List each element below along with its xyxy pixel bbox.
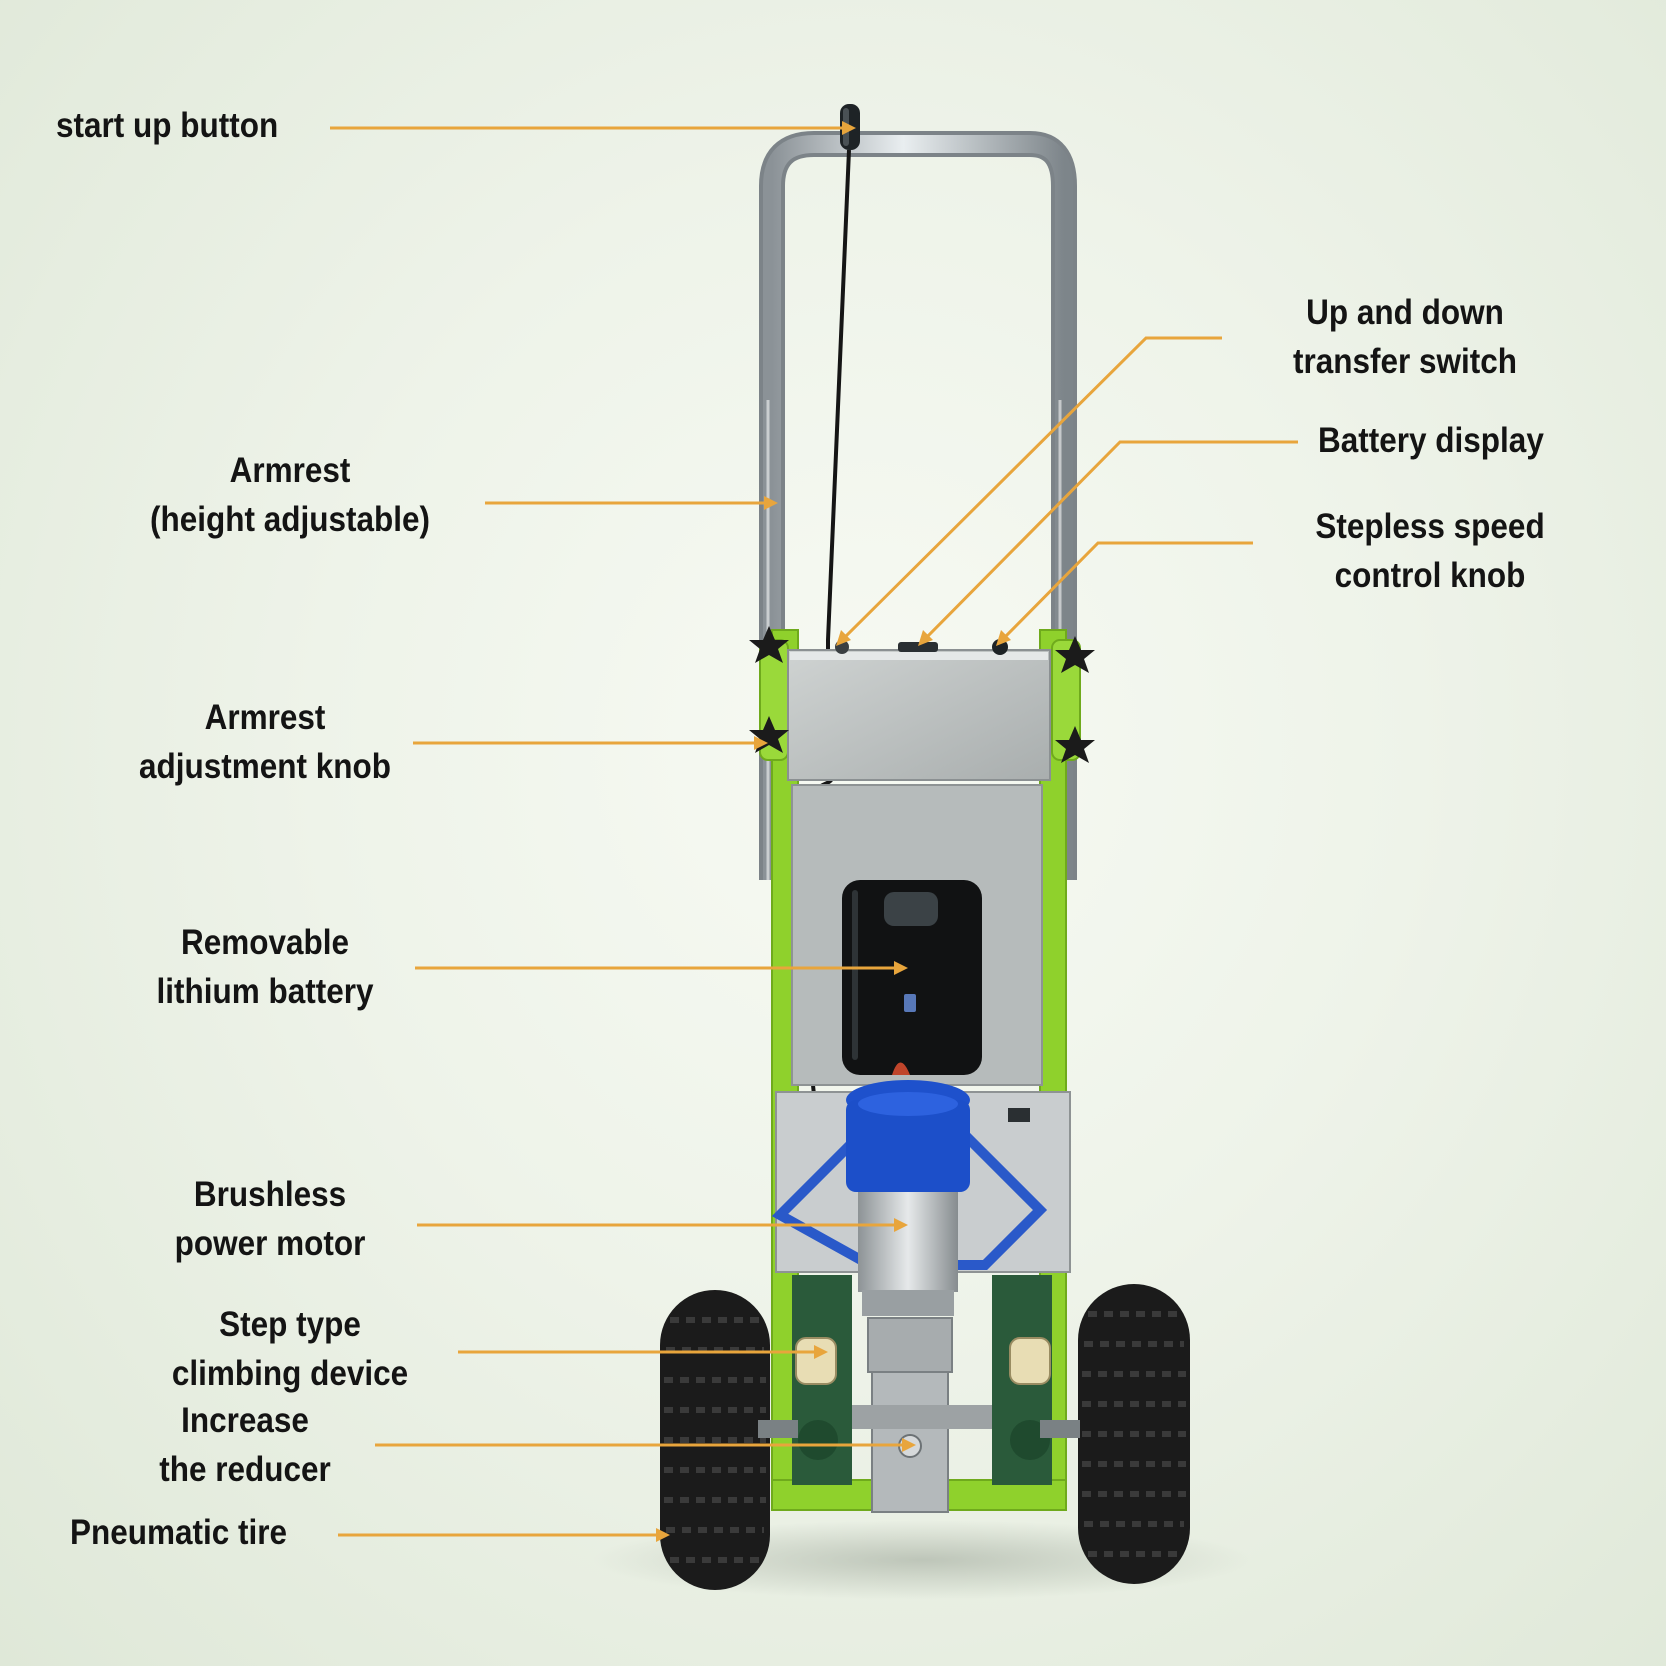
callout-removable-lithium-battery: Removable lithium battery xyxy=(130,918,400,1016)
callout-line: Battery display xyxy=(1318,421,1544,460)
callout-armrest: Armrest (height adjustable) xyxy=(128,446,452,544)
callout-line: control knob xyxy=(1334,556,1526,595)
climbing-device-part xyxy=(792,1275,1052,1485)
arrow-stepless-speed-control-knob xyxy=(996,630,1011,646)
arrow-step-type-climbing-device xyxy=(814,1345,828,1359)
leader-battery-display xyxy=(922,440,1298,642)
leader-up-down-transfer-switch xyxy=(840,336,1222,642)
callout-line: (height adjustable) xyxy=(149,500,431,539)
callout-line: Stepless speed xyxy=(1315,507,1545,546)
callout-start-up-button: start up button xyxy=(56,101,278,150)
leader-arrowheads xyxy=(656,121,1011,1542)
callout-line: power motor xyxy=(174,1224,366,1263)
arrow-battery-display xyxy=(918,630,933,646)
control-cable xyxy=(826,149,851,760)
arrow-start-up-button xyxy=(842,121,856,135)
arrow-brushless-power-motor xyxy=(894,1218,908,1232)
arrow-armrest xyxy=(764,496,778,510)
callout-line: climbing device xyxy=(171,1354,409,1393)
callout-line: Armrest xyxy=(229,451,351,490)
callout-step-type-climbing-device: Step type climbing device xyxy=(146,1300,434,1398)
callout-line: Step type xyxy=(219,1305,361,1344)
callout-line: the reducer xyxy=(159,1450,331,1489)
motor-part xyxy=(846,1062,970,1316)
leader-lines xyxy=(330,126,1298,1537)
callout-line: transfer switch xyxy=(1292,342,1518,381)
callout-line: Pneumatic tire xyxy=(70,1513,288,1552)
callout-line: lithium battery xyxy=(156,972,374,1011)
arrow-pneumatic-tire xyxy=(656,1528,670,1542)
arrow-removable-lithium-battery xyxy=(894,961,908,975)
callout-line: adjustment knob xyxy=(138,747,392,786)
callout-increase-the-reducer: Increase the reducer xyxy=(124,1396,367,1494)
control-box xyxy=(787,639,1051,781)
callout-line: Brushless xyxy=(193,1175,347,1214)
callout-stepless-speed-control-knob: Stepless speed control knob xyxy=(1277,502,1583,600)
leader-stepless-speed-control-knob xyxy=(1000,541,1253,642)
callout-line: Removable xyxy=(180,923,350,962)
callout-battery-display: Battery display xyxy=(1318,416,1544,465)
callout-pneumatic-tire: Pneumatic tire xyxy=(70,1508,287,1557)
callout-brushless-power-motor: Brushless power motor xyxy=(135,1170,405,1268)
battery-part xyxy=(842,880,982,1075)
callout-line: Increase xyxy=(181,1401,309,1440)
callout-up-down-transfer-switch: Up and down transfer switch xyxy=(1257,288,1554,386)
reducer-part xyxy=(840,1317,1000,1513)
pneumatic-tires xyxy=(660,1284,1190,1590)
arrow-up-down-transfer-switch xyxy=(836,630,851,646)
callout-armrest-adjustment-knob: Armrest adjustment knob xyxy=(121,693,409,791)
arrow-armrest-adjustment-knob xyxy=(754,736,768,750)
callout-line: Up and down xyxy=(1306,293,1504,332)
arrow-increase-the-reducer xyxy=(902,1438,916,1452)
callout-line: start up button xyxy=(56,106,279,145)
callout-line: Armrest xyxy=(204,698,326,737)
